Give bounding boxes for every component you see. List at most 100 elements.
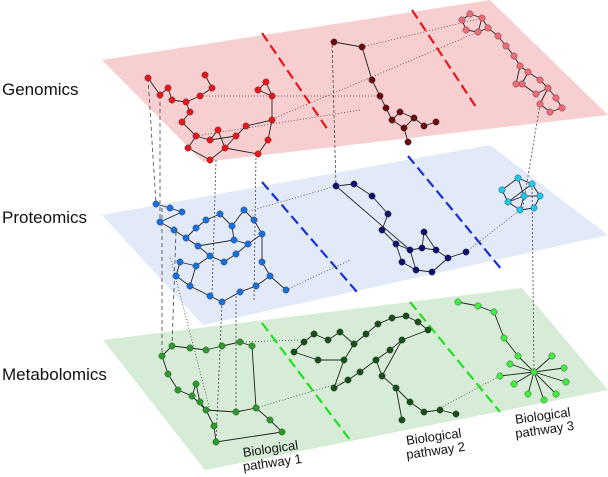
- metabolomics-pathway-1-edge: [251, 345, 257, 409]
- metabolomics-pathway-3-edge: [533, 371, 567, 383]
- proteomics-pathway-1-node: [236, 288, 244, 296]
- proteomics-pathway-2-edge: [335, 185, 411, 251]
- proteomics-pathway-1-node: [266, 272, 274, 280]
- metabolomics-pathway-2-node: [398, 336, 406, 344]
- proteomics-label: Proteomics: [2, 208, 87, 227]
- proteomics-pathway-2-node: [378, 226, 386, 234]
- genomics-pathway-1-node: [242, 122, 250, 130]
- proteomics-pathway-1-edge: [197, 239, 235, 247]
- genomics-pathway-1-node: [144, 74, 152, 82]
- proteomics-pathway-2-node: [406, 246, 414, 254]
- proteomics-pathway-1-node: [250, 216, 258, 224]
- genomics-pathway-3-node: [532, 90, 540, 98]
- metabolomics-pathway-2-node: [324, 336, 332, 344]
- metabolomics-pathway-2-node: [300, 338, 308, 346]
- metabolomics-pathway-3-node: [454, 298, 462, 306]
- interlayer-link: [531, 183, 535, 373]
- metabolomics-pathway-3-edge: [509, 363, 535, 373]
- metabolomics-label: Metabolomics: [2, 365, 107, 384]
- metabolomics-pathway-1-node: [232, 408, 240, 416]
- proteomics-pathway-1-node: [244, 240, 252, 248]
- interlayer-link: [195, 109, 361, 137]
- metabolomics-pathway-1-node: [218, 342, 226, 350]
- proteomics-pathway-2-node: [384, 210, 392, 218]
- proteomics-pathway-1-node: [166, 204, 174, 212]
- proteomics-pathway-1-node: [192, 224, 200, 232]
- genomics-pathway-1-node: [268, 92, 276, 100]
- proteomics-pathway-2-node: [392, 240, 400, 248]
- genomics-pathway-3-node: [512, 80, 520, 88]
- genomics-pathway-3-node: [502, 42, 510, 50]
- proteomics-pathway-1-node: [282, 286, 290, 294]
- metabolomics-pathway-3-edge: [533, 371, 557, 395]
- genomics-pathway-3-node: [558, 104, 566, 112]
- genomics-pathway-1-edge: [224, 147, 259, 155]
- metabolomics-pathway-2-node: [340, 356, 348, 364]
- metabolomics-pathway-3-node: [540, 396, 548, 404]
- metabolomics-pathway-1-node: [266, 416, 274, 424]
- genomics-pathway-2-node: [420, 122, 428, 130]
- metabolomics-plane: [103, 288, 608, 470]
- proteomics-pathway-3-node: [520, 192, 528, 200]
- genomics-pathway-1-edge: [147, 77, 161, 96]
- metabolomics-pathway-2-node: [372, 356, 380, 364]
- metabolomics-pathway-3-node: [552, 390, 560, 398]
- metabolomics-pathway-3-node: [506, 360, 514, 368]
- proteomics-pathway-1-node: [178, 208, 186, 216]
- genomics-pathway-3-node: [552, 94, 560, 102]
- metabolomics-pathway-1-node: [168, 342, 176, 350]
- genomics-pathway-3-node: [536, 100, 544, 108]
- genomics-pathway-2-node: [330, 38, 338, 46]
- proteomics-pathway-1-node: [206, 252, 214, 260]
- metabolomics-pathway-2-edge: [395, 387, 403, 421]
- metabolomics-pathway-2-node: [344, 376, 352, 384]
- genomics-pathway-2-node: [432, 118, 440, 126]
- metabolomics-pathway-3-node: [474, 302, 482, 310]
- genomics-pathway-1-node: [156, 91, 164, 99]
- proteomics-pathway-1-edge: [269, 275, 287, 291]
- genomics-pathway-2-node: [396, 108, 404, 116]
- metabolomics-pathway-1-node: [278, 428, 286, 436]
- genomics-pathway-3-node: [484, 24, 492, 32]
- metabolomics-pathway-3-node: [530, 368, 538, 376]
- metabolomics-pathway-2-node: [436, 406, 444, 414]
- proteomics-pathway-3-node: [514, 174, 522, 182]
- metabolomics-pathway-3-node: [514, 352, 522, 360]
- metabolomics-divider-2: [409, 301, 501, 413]
- interlayer-link: [169, 255, 211, 411]
- metabolomics-pathway-2-node: [378, 372, 386, 380]
- pathway-label-3: Biological pathway 3: [514, 404, 575, 441]
- proteomics-pathway-3-node: [516, 206, 524, 214]
- proteomics-pathway-1-edge: [189, 265, 197, 287]
- proteomics-pathway-2-node: [368, 192, 376, 200]
- genomics-pathway-1-node: [201, 71, 209, 79]
- proteomics-pathway-1-node: [172, 272, 180, 280]
- genomics-pathway-1-node: [214, 126, 222, 134]
- metabolomics-pathway-1-node: [202, 406, 210, 414]
- proteomics-pathway-2-node: [420, 228, 428, 236]
- metabolomics-pathway-1-node: [186, 344, 194, 352]
- metabolomics-pathway-2-node: [388, 314, 396, 322]
- proteomics-pathway-1-node: [156, 218, 164, 226]
- genomics-pathway-1-node: [264, 136, 272, 144]
- metabolomics-pathway-1-node: [252, 404, 260, 412]
- interlayer-link: [215, 301, 223, 443]
- proteomics-pathway-2-edge: [409, 249, 417, 271]
- pathway-label-2: Biological pathway 2: [405, 425, 466, 462]
- metabolomics-pathway-3-node: [500, 334, 508, 342]
- proteomics-pathway-1-node: [218, 298, 226, 306]
- proteomics-pathway-1-node: [206, 292, 214, 300]
- genomics-pathway-1-node: [184, 144, 192, 152]
- genomics-label: Genomics: [2, 80, 79, 99]
- genomics-pathway-1-node: [254, 150, 262, 158]
- metabolomics-pathway-2-node: [406, 398, 414, 406]
- genomics-pathway-1-node: [208, 84, 216, 92]
- metabolomics-pathway-2-edge: [381, 339, 403, 377]
- interlayer-link: [147, 77, 157, 205]
- proteomics-pathway-1-node: [194, 242, 202, 250]
- proteomics-pathway-1-node: [220, 258, 228, 266]
- proteomics-pathway-1-node: [216, 210, 224, 218]
- proteomics-pathway-3-edge: [507, 183, 533, 203]
- proteomics-pathway-2-edge: [423, 231, 437, 251]
- metabolomics-pathway-3-edge: [533, 367, 565, 373]
